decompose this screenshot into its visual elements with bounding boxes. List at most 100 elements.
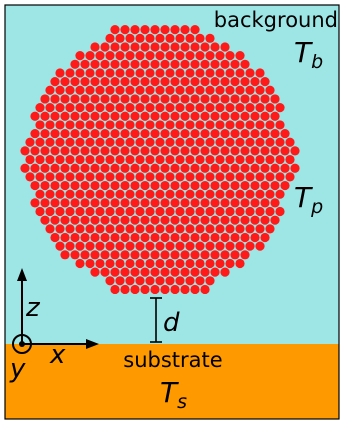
particle-atom <box>55 120 65 130</box>
particle-atom <box>115 206 125 217</box>
particle-atom <box>110 232 120 243</box>
particle-atom <box>110 250 120 260</box>
particle-atom <box>230 77 240 87</box>
particle-atom <box>255 85 265 95</box>
particle-atom <box>70 163 80 173</box>
particle-atom <box>80 77 90 87</box>
particle-atom <box>200 111 210 121</box>
particle-atom <box>240 59 250 69</box>
particle-atom <box>135 258 145 269</box>
particle-atom <box>205 51 215 61</box>
particle-atom <box>265 137 275 147</box>
particle-atom <box>195 154 205 165</box>
particle-atom <box>150 250 160 260</box>
particle-atom <box>195 206 205 217</box>
particle-atom <box>60 94 70 104</box>
particle-atom <box>155 103 165 113</box>
particle-atom <box>100 128 110 139</box>
particle-atom <box>125 206 135 217</box>
particle-atom <box>155 241 165 251</box>
particle-atom <box>85 206 95 217</box>
substrate-label: substrate <box>123 348 222 372</box>
particle-atom <box>225 137 235 147</box>
particle-atom <box>210 250 220 260</box>
particle-atom <box>115 172 125 182</box>
particle-atom <box>90 59 100 69</box>
particle-atom <box>40 215 50 225</box>
particle-atom <box>105 172 115 182</box>
particle-atom <box>275 120 285 130</box>
particle-atom <box>185 206 195 217</box>
particle-atom <box>130 42 140 52</box>
particle-atom <box>215 206 225 217</box>
particle-atom <box>60 128 70 139</box>
particle-atom <box>225 241 235 251</box>
particle-atom <box>215 189 225 199</box>
particle-atom <box>245 224 255 234</box>
particle-atom <box>50 77 60 87</box>
particle-atom <box>195 33 205 43</box>
particle-atom <box>105 120 115 130</box>
particle-atom <box>160 284 170 295</box>
particle-atom <box>150 163 160 173</box>
particle-atom <box>270 146 280 156</box>
particle-atom <box>155 189 165 199</box>
particle-atom <box>190 128 200 139</box>
particle-atom <box>130 163 140 173</box>
particle-atom <box>280 146 290 156</box>
particle-atom <box>275 103 285 113</box>
particle-atom <box>130 146 140 156</box>
particle-atom <box>145 33 155 43</box>
particle-atom <box>115 120 125 130</box>
particle-atom <box>160 111 170 121</box>
particle-atom <box>90 215 100 225</box>
particle-atom <box>230 198 240 208</box>
particle-atom <box>150 59 160 69</box>
particle-atom <box>70 180 80 191</box>
particle-atom <box>175 276 185 286</box>
particle-atom <box>180 77 190 87</box>
particle-atom <box>200 250 210 260</box>
particle-atom <box>245 120 255 130</box>
particle-atom <box>60 77 70 87</box>
particle-atom <box>30 128 40 139</box>
particle-atom <box>235 258 245 269</box>
particle-atom <box>270 163 280 173</box>
particle-atom <box>205 172 215 182</box>
particle-atom <box>65 154 75 165</box>
particle-atom <box>220 128 230 139</box>
particle-atom <box>120 198 130 208</box>
particle-atom <box>220 94 230 104</box>
particle-atom <box>45 224 55 234</box>
particle-atom <box>185 224 195 234</box>
particle-atom <box>195 103 205 113</box>
particle-atom <box>235 137 245 147</box>
particle-atom <box>105 224 115 234</box>
particle-atom <box>245 103 255 113</box>
particle-atom <box>95 258 105 269</box>
particle-atom <box>85 51 95 61</box>
particle-atom <box>245 68 255 78</box>
particle-atom <box>235 120 245 130</box>
particle-atom <box>130 267 140 277</box>
T-s-symbol: Ts <box>160 376 187 413</box>
particle-atom <box>20 163 30 173</box>
particle-atom <box>240 146 250 156</box>
particle-atom <box>160 42 170 52</box>
particle-atom <box>220 42 230 52</box>
axes <box>12 278 88 354</box>
particle-atom <box>60 180 70 191</box>
particle-atom <box>40 111 50 121</box>
particle-atom <box>145 206 155 217</box>
particle-atom <box>180 42 190 52</box>
particle-atom <box>155 120 165 130</box>
particle-atom <box>165 103 175 113</box>
particle-atom <box>250 128 260 139</box>
particle-atom <box>275 206 285 217</box>
particle-atom <box>255 154 265 165</box>
x-arrowhead <box>86 339 99 349</box>
particle-atom <box>85 103 95 113</box>
particle-atom <box>150 42 160 52</box>
particle-atom <box>195 85 205 95</box>
particle-atom <box>165 68 175 78</box>
